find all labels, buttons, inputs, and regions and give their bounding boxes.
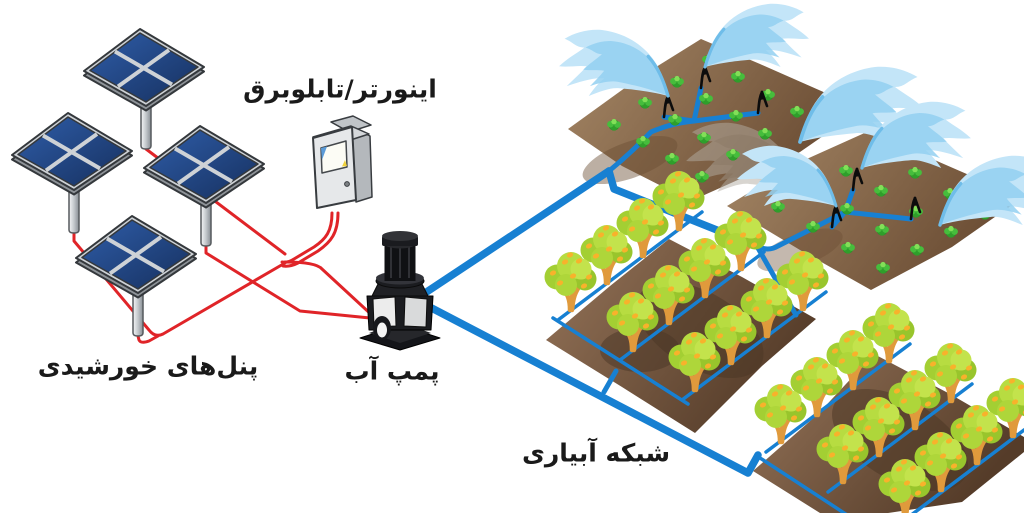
solar-array xyxy=(10,27,266,338)
solar-panel xyxy=(82,27,206,151)
water-pump xyxy=(359,231,441,351)
solar-panel xyxy=(10,111,134,235)
water-pump-label: پمپ آب xyxy=(344,356,440,386)
water-spray-icon xyxy=(557,28,670,98)
inverter-label: اینورتر/تابلوبرق xyxy=(243,74,437,104)
solar-panel xyxy=(142,124,266,248)
inverter-box xyxy=(312,115,373,209)
solar-panels-label: پنل‌های خورشیدی xyxy=(37,351,259,381)
water-spray-icon xyxy=(703,2,811,69)
solar-panel xyxy=(74,214,198,338)
irrigation-network-label: شبکه آبیاری xyxy=(521,438,671,468)
